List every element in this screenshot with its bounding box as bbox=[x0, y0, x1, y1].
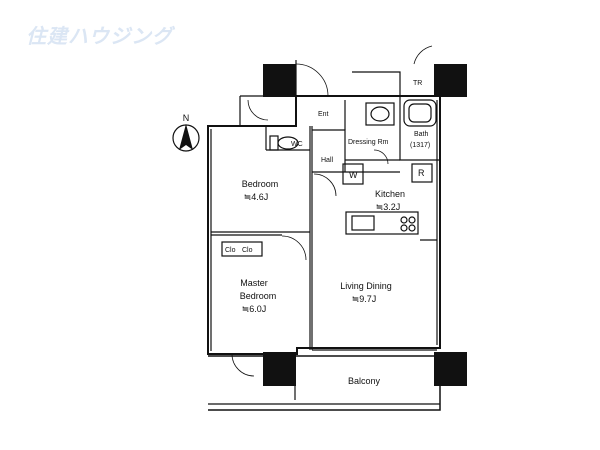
label-bedroom: Bedroom bbox=[242, 179, 279, 189]
label-fridge: R bbox=[418, 168, 425, 178]
label-hall: Hall bbox=[321, 157, 334, 164]
label-washer: W bbox=[349, 170, 358, 180]
label-master-size: ≒6.0J bbox=[242, 304, 267, 314]
label-master-2: Bedroom bbox=[240, 291, 277, 301]
label-dressing: Dressing Rm bbox=[348, 139, 389, 146]
label-living: Living Dining bbox=[340, 281, 392, 291]
label-trunk-room: TR bbox=[413, 80, 422, 87]
label-bedroom-size: ≒4.6J bbox=[244, 192, 269, 202]
label-toilet: WC bbox=[291, 141, 303, 148]
label-balcony: Balcony bbox=[348, 376, 381, 386]
label-bath-size: (1317) bbox=[410, 142, 430, 149]
watermark-logo: 住建ハウジング bbox=[26, 24, 173, 48]
walls bbox=[207, 45, 441, 411]
columns bbox=[263, 64, 467, 386]
label-kitchen: Kitchen bbox=[375, 189, 405, 199]
north-arrow-icon bbox=[179, 124, 193, 150]
label-bath: Bath bbox=[414, 131, 429, 138]
compass-label: N bbox=[183, 113, 190, 123]
label-master-1: Master bbox=[240, 278, 268, 288]
label-entrance: Ent bbox=[318, 111, 329, 118]
column bbox=[434, 352, 467, 386]
column bbox=[263, 352, 296, 386]
column bbox=[263, 64, 296, 97]
label-kitchen-size: ≒3.2J bbox=[376, 202, 401, 212]
room-labels: Ent WC Hall Dressing Rm TR Bath (1317) W… bbox=[225, 80, 430, 386]
label-closet-b: Clo bbox=[242, 247, 253, 254]
label-closet-a: Clo bbox=[225, 247, 236, 254]
column bbox=[434, 64, 467, 97]
label-living-size: ≒9.7J bbox=[352, 294, 377, 304]
north-compass: N bbox=[172, 113, 200, 152]
